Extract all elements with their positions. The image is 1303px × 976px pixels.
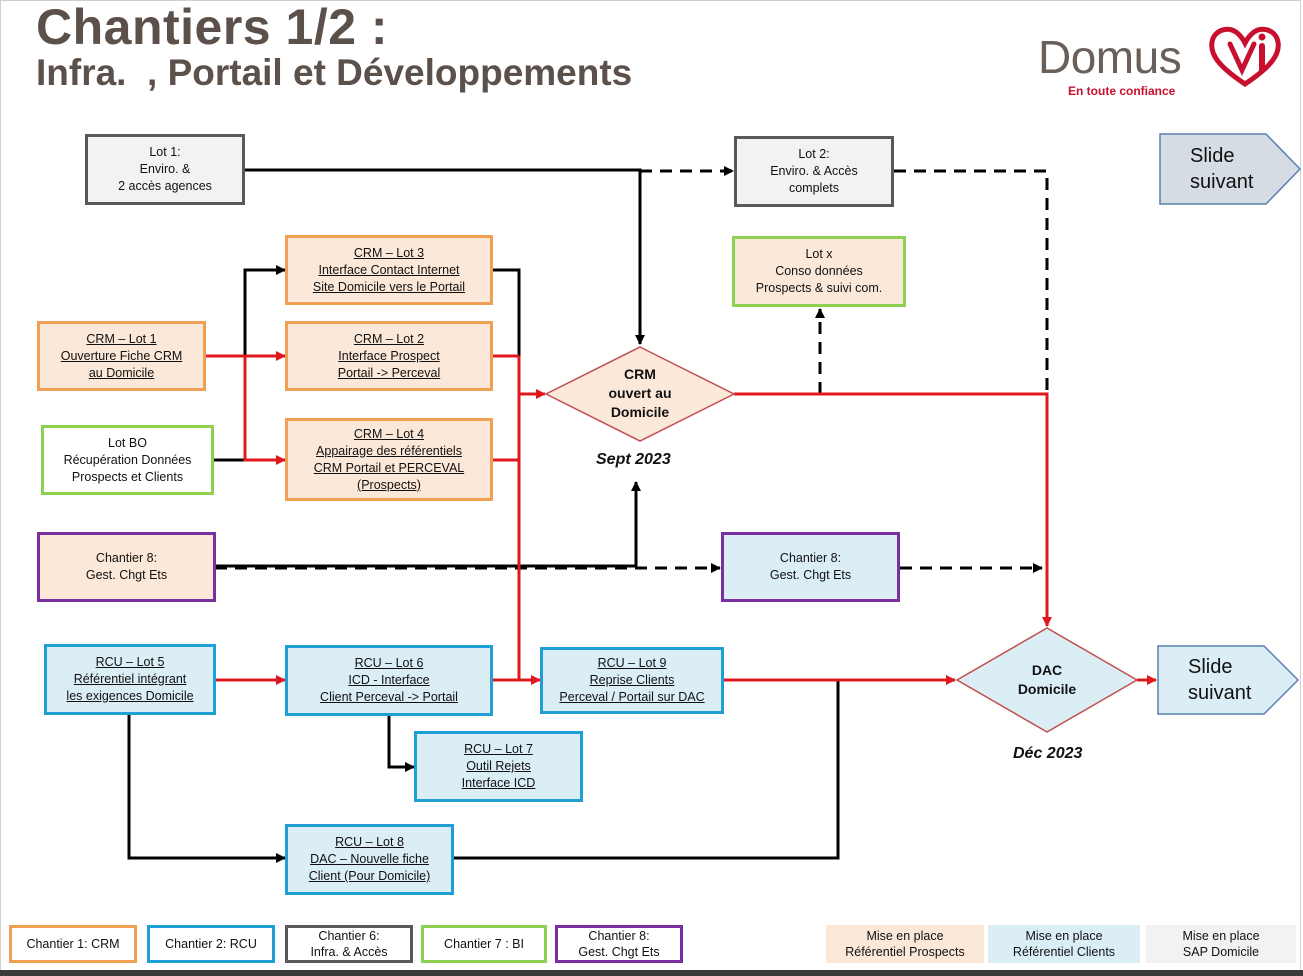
logo-tagline: En toute confiance xyxy=(1068,84,1176,98)
node-lot1: Lot 1:Enviro. &2 accès agences xyxy=(85,134,245,205)
heart-logo-icon xyxy=(1209,26,1281,88)
connector-rcu6-rcu7 xyxy=(387,715,415,772)
connector-ch8-crm xyxy=(215,481,641,568)
connector-crm-dac xyxy=(734,392,1052,627)
connector-crm3-out xyxy=(492,268,521,393)
node-chantier8-right: Chantier 8:Gest. Chgt Ets xyxy=(721,532,900,602)
milestone-crm-date: Sept 2023 xyxy=(596,451,671,468)
connector-crm1-crm3 xyxy=(205,265,286,358)
legend-chantier8: Chantier 8:Gest. Chgt Ets xyxy=(555,925,683,963)
page-title: Chantiers 1/2 : xyxy=(36,0,389,55)
next-slide-bottom-shape xyxy=(1157,645,1300,715)
connector-rcu5-rcu8 xyxy=(127,715,286,863)
page-subtitle: Infra. , Portail et Développements xyxy=(36,52,633,93)
milestone-crm-diamond xyxy=(544,346,736,442)
node-chantier8-left: Chantier 8:Gest. Chgt Ets xyxy=(37,532,216,602)
domusvi-logo: Domus En toute confiance xyxy=(1038,26,1288,100)
milestone-dac-date: Déc 2023 xyxy=(1013,745,1083,762)
connector-lot2-dac xyxy=(894,169,1049,394)
next-slide-top-shape xyxy=(1159,133,1302,205)
connector-rcu8-dac xyxy=(453,680,840,860)
bottom-bar xyxy=(0,970,1303,976)
connector-split-crm4 xyxy=(243,356,286,465)
milestone-dac-diamond xyxy=(955,627,1139,733)
legend-chantier6: Chantier 6:Infra. & Accès xyxy=(285,925,413,963)
legend-chantier1: Chantier 1: CRM xyxy=(9,925,137,963)
logo-word: Domus xyxy=(1038,31,1182,83)
legend-chantier7: Chantier 7 : BI xyxy=(421,925,547,963)
legend-chantier2: Chantier 2: RCU xyxy=(147,925,275,963)
